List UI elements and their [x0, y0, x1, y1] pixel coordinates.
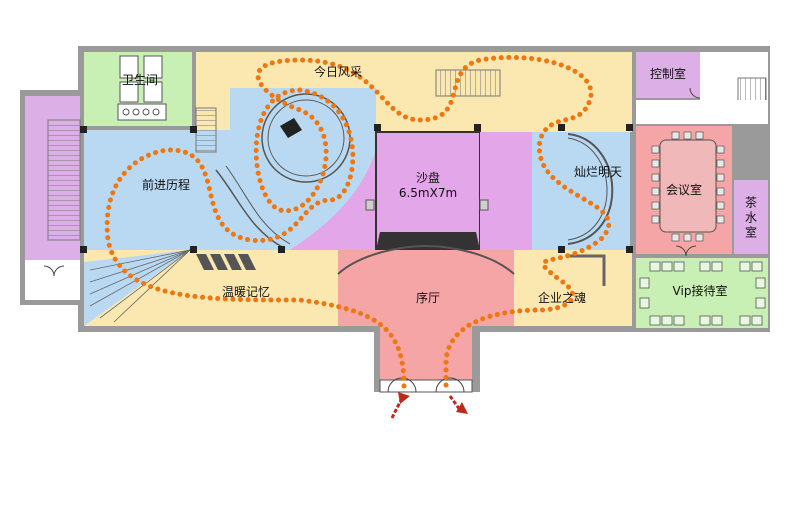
label-sand-table-size: 6.5mX7m	[398, 186, 458, 200]
display-boards	[196, 254, 256, 270]
label-sand-table-name: 沙盘	[415, 171, 441, 185]
zone-purple-curve	[290, 150, 376, 250]
label-vip-room: Vip接待室	[672, 284, 728, 298]
curved-screen-inner	[567, 137, 608, 241]
label-enterprise-soul: 企业之魂	[537, 291, 587, 305]
zone-enterprise-soul	[514, 250, 632, 326]
label-lobby: 序厅	[415, 291, 441, 305]
meeting-table	[651, 131, 725, 242]
sand-marker-right	[479, 199, 489, 211]
zone-brilliant-tomorrow	[532, 132, 630, 250]
zone-right-corridor	[636, 100, 768, 124]
curved-wall	[215, 169, 285, 249]
restroom-fixtures	[117, 55, 167, 121]
label-warm-memories: 温暖记忆	[221, 285, 271, 299]
left-entry	[25, 260, 80, 300]
zone-lobby	[338, 250, 514, 386]
label-progress-history: 前进历程	[141, 178, 191, 192]
exhibit-circle-inner	[267, 99, 345, 177]
columns	[80, 124, 633, 253]
label-control-room: 控制室	[649, 67, 687, 81]
entrance	[379, 379, 473, 393]
lobby-arc	[337, 244, 515, 275]
stair-fan	[84, 250, 190, 326]
curved-wall-2	[225, 165, 291, 245]
vip-sofas	[639, 261, 766, 326]
sand-table-stage	[376, 232, 480, 250]
label-restroom: 卫生间	[121, 73, 159, 87]
entry-arrow	[390, 392, 410, 419]
exhibit-object	[280, 118, 302, 138]
zone-tea-room	[734, 180, 768, 254]
visitor-route	[104, 54, 611, 389]
label-brilliant-tomorrow: 灿烂明天	[573, 165, 623, 179]
doors	[43, 87, 701, 277]
zone-purple-right	[480, 132, 532, 250]
stair-exhibit	[195, 107, 217, 153]
label-today-style: 今日风采	[313, 65, 363, 79]
left-stair	[47, 119, 81, 241]
stair-top	[435, 69, 501, 97]
zone-control-room	[636, 52, 700, 98]
label-tea-room: 茶水室	[744, 195, 757, 240]
counter	[570, 254, 606, 286]
sand-marker-left	[365, 199, 375, 211]
curved-screen	[567, 133, 614, 245]
exit-arrow	[448, 395, 468, 414]
label-meeting-room: 会议室	[665, 183, 703, 197]
